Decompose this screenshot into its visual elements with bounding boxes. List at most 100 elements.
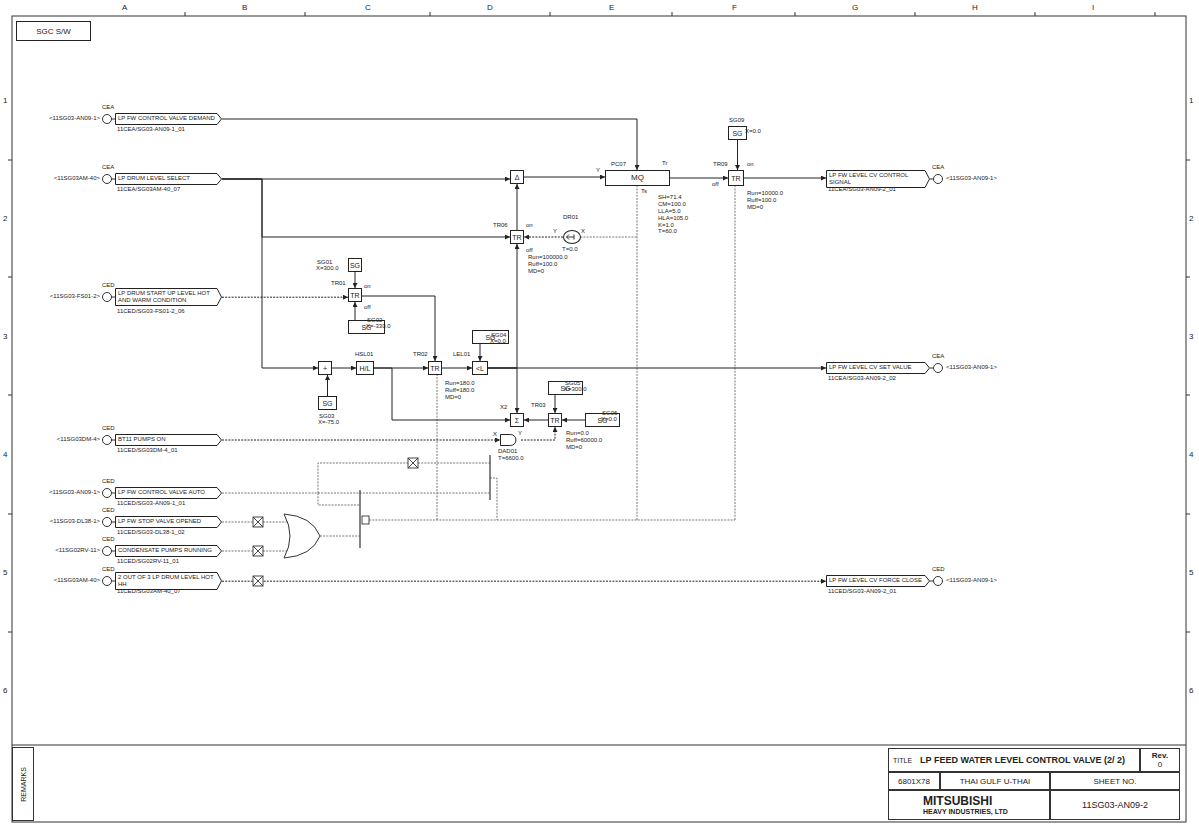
node-text: LP DRUM LEVEL SELECT bbox=[118, 175, 190, 181]
signal-flag: LP DRUM LEVEL SELECT bbox=[115, 173, 222, 185]
flag-outline bbox=[116, 114, 222, 125]
signal-line bbox=[488, 244, 517, 368]
limiter-block: H/LHSL01 bbox=[356, 361, 374, 375]
connection-terminal bbox=[103, 547, 112, 556]
grid-reference: 4 bbox=[1189, 450, 1193, 459]
signal-annotation: CED bbox=[932, 566, 945, 573]
signal-annotation: 11CED/SG02RV-11_01 bbox=[117, 558, 179, 565]
signal-annotation: X=300.0 bbox=[564, 386, 587, 393]
node-text: + bbox=[323, 365, 327, 372]
not-gate bbox=[253, 517, 263, 527]
signal-line bbox=[222, 440, 500, 441]
grid-reference: D bbox=[487, 3, 493, 12]
node-text: TR bbox=[350, 292, 359, 299]
grid-reference: 3 bbox=[1189, 332, 1193, 341]
not-gate bbox=[408, 458, 418, 468]
logic-wire bbox=[369, 520, 735, 521]
signal-line bbox=[222, 179, 510, 180]
grid-reference: I bbox=[1092, 3, 1094, 12]
logic-wire bbox=[320, 536, 360, 537]
setpoint-block: SGSG03 bbox=[318, 396, 337, 410]
sheet-number-cell: 11SG03-AN09-2 bbox=[1050, 790, 1180, 820]
signal-annotation: T=6600.0 bbox=[498, 455, 524, 462]
node-text: LP FW LEVEL CV FORCE CLOSE bbox=[829, 577, 922, 583]
grid-reference: 4 bbox=[3, 450, 7, 459]
timer-block: DAD01 bbox=[500, 434, 521, 446]
signal-line bbox=[488, 368, 517, 413]
signal-annotation: X=0.0 bbox=[490, 338, 506, 345]
transfer-switch: TRTR09 bbox=[728, 170, 744, 186]
flag-outline bbox=[116, 573, 222, 590]
not-gate bbox=[253, 576, 263, 586]
signal-annotation: 11CED/SG03AM-40_07 bbox=[117, 588, 181, 595]
signal-line bbox=[555, 395, 556, 413]
node-text: SGC S/W bbox=[36, 27, 71, 36]
adder-block: + bbox=[318, 361, 332, 375]
signal-flag: 2 OUT OF 3 LP DRUM LEVEL HOT HH bbox=[115, 572, 222, 590]
signal-annotation: 11CEA/SG03-AN09-2_01 bbox=[828, 186, 896, 193]
signal-annotation: X bbox=[493, 431, 497, 438]
signal-line bbox=[222, 179, 318, 368]
signal-annotation: X=0.0 bbox=[601, 416, 617, 423]
signal-annotation: CEA bbox=[102, 104, 114, 111]
and-gate bbox=[360, 455, 490, 548]
signal-annotation: <11SG03-AN09-1> bbox=[946, 364, 997, 371]
connection-terminal bbox=[103, 293, 112, 302]
flag-outline bbox=[116, 517, 222, 528]
signal-line bbox=[355, 302, 356, 320]
signal-annotation: Run=0.0 Ruff=60000.0 MD=0 bbox=[566, 430, 611, 451]
signal-annotation: X=0.0 bbox=[745, 128, 761, 135]
node-text: TITLE bbox=[893, 757, 912, 764]
terminal-stub bbox=[930, 179, 934, 581]
signal-line bbox=[480, 344, 481, 361]
connection-terminal bbox=[103, 175, 112, 184]
node-text: CONDENSATE PUMPS RUNNING bbox=[118, 547, 212, 553]
flag-outline bbox=[116, 289, 222, 306]
not-gate bbox=[253, 517, 263, 527]
signal-annotation: X=300.0 bbox=[316, 265, 339, 272]
signal-annotation: <11SG03-AN09-1> bbox=[946, 175, 997, 182]
node-text: 6801X78 bbox=[898, 777, 930, 786]
or-gate bbox=[284, 514, 320, 558]
block-tag: DAD01 bbox=[498, 448, 517, 455]
block-tag: LEL01 bbox=[453, 351, 470, 358]
grid-reference: 5 bbox=[3, 568, 7, 577]
signal-annotation: 11CEA/SG03AM-40_07 bbox=[117, 186, 180, 193]
signal-annotation: Y bbox=[553, 228, 557, 235]
signal-annotation: CED bbox=[102, 566, 115, 573]
signal-line bbox=[737, 140, 738, 170]
signal-line bbox=[524, 420, 548, 421]
flag-outline bbox=[116, 546, 222, 557]
signal-annotation: <11SG03AM-40> bbox=[54, 175, 100, 182]
signal-flag: LP FW LEVEL CV SET VALUE bbox=[826, 362, 930, 374]
grid-reference: E bbox=[609, 3, 614, 12]
node-text: LP FW CONTROL VALVE DEMAND bbox=[118, 115, 215, 121]
node-text: MITSUBISHI bbox=[923, 795, 992, 808]
flag-outline bbox=[827, 576, 930, 587]
signal-annotation: <11SG03AM-40> bbox=[54, 577, 100, 584]
lag-block: DR01 bbox=[563, 230, 581, 244]
signal-annotation: CED bbox=[102, 536, 115, 543]
signal-annotation: Tr bbox=[662, 160, 667, 167]
plant-name-cell: THAI GULF U-THAI bbox=[940, 772, 1050, 790]
grid-reference: B bbox=[242, 3, 247, 12]
grid-reference: F bbox=[732, 3, 737, 12]
node-text: TR bbox=[430, 365, 439, 372]
signal-line bbox=[521, 427, 555, 440]
logic-wire bbox=[437, 186, 735, 520]
signal-annotation: on bbox=[526, 222, 533, 229]
flag-outline bbox=[116, 435, 222, 446]
signal-flag: LP FW CONTROL VALVE AUTO bbox=[115, 487, 222, 499]
flag-outline bbox=[116, 488, 222, 499]
grid-reference: 6 bbox=[3, 686, 7, 695]
node-text: 0 bbox=[1158, 760, 1162, 769]
node-text: TR bbox=[512, 234, 521, 241]
node-text: HEAVY INDUSTRIES, LTD bbox=[923, 808, 1008, 815]
signal-annotation: Run=100000.0 Ruff=100.0 MD=0 bbox=[528, 254, 573, 275]
node-text: TR bbox=[550, 417, 559, 424]
block-tag: SG06 bbox=[602, 410, 617, 417]
or-gate bbox=[284, 514, 320, 558]
connection-terminal bbox=[103, 577, 112, 586]
